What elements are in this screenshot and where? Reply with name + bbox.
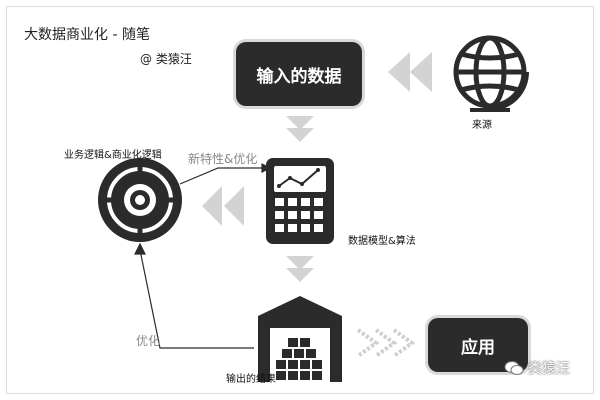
dotted-chevron-right-icon xyxy=(356,328,416,358)
wechat-icon xyxy=(504,361,524,375)
connector-arrow xyxy=(179,163,272,185)
author-credit: @ 类猿汪 xyxy=(140,52,192,66)
double-chevron-left-icon xyxy=(202,186,244,226)
target-icon xyxy=(98,158,182,242)
calculator-icon xyxy=(266,158,334,244)
warehouse-icon xyxy=(258,296,342,382)
feedback-arrow xyxy=(134,242,254,349)
diagram-frame xyxy=(6,6,594,394)
input-data-node: 输入的数据 xyxy=(236,42,362,106)
optimize-label: 优化 xyxy=(136,334,161,348)
business-logic-label: 业务逻辑&商业化逻辑 xyxy=(64,150,162,161)
globe-icon xyxy=(453,35,529,112)
double-chevron-left-icon xyxy=(388,52,432,92)
watermark: 类猿汪 xyxy=(504,358,570,378)
model-algorithm-label: 数据模型&算法 xyxy=(348,236,416,247)
arrow-down-icon xyxy=(286,256,314,282)
watermark-text: 类猿汪 xyxy=(528,361,570,377)
output-result-label: 输出的结果 xyxy=(226,374,276,385)
page-title: 大数据商业化 - 随笔 xyxy=(24,27,150,43)
arrow-down-icon xyxy=(286,116,314,142)
source-label: 来源 xyxy=(472,120,492,131)
new-features-label: 新特性&优化 xyxy=(188,152,258,166)
